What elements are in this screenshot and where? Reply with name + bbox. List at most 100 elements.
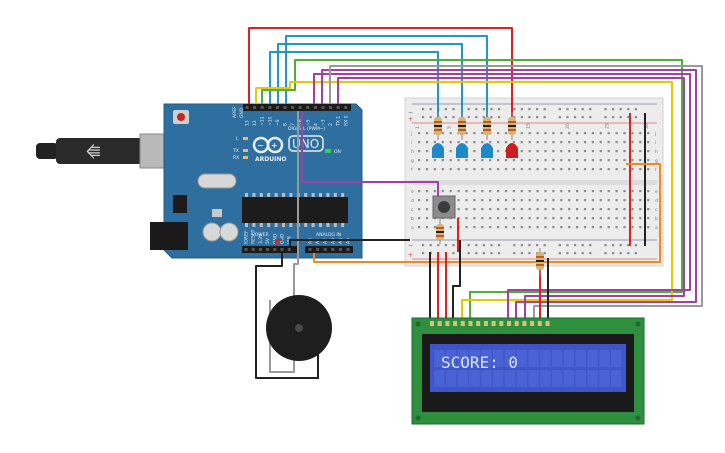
breadboard-hole[interactable] (552, 217, 555, 220)
breadboard-hole[interactable] (497, 199, 500, 202)
breadboard-hole[interactable] (607, 208, 610, 211)
rail-hole[interactable] (581, 108, 584, 111)
rail-hole[interactable] (528, 116, 531, 119)
rail-hole[interactable] (566, 116, 569, 119)
breadboard-hole[interactable] (433, 168, 436, 171)
breadboard-hole[interactable] (576, 190, 579, 193)
rail-hole[interactable] (422, 252, 425, 255)
digital-pin[interactable] (344, 106, 348, 109)
digital-pin[interactable] (306, 106, 310, 109)
breadboard-hole[interactable] (536, 132, 539, 135)
breadboard-hole[interactable] (615, 159, 618, 162)
breadboard-hole[interactable] (481, 168, 484, 171)
breadboard-hole[interactable] (639, 226, 642, 229)
analog-pin[interactable] (308, 248, 312, 251)
rail-hole[interactable] (528, 108, 531, 111)
breadboard-hole[interactable] (647, 217, 650, 220)
breadboard-hole[interactable] (615, 208, 618, 211)
rail-hole[interactable] (619, 108, 622, 111)
breadboard-hole[interactable] (583, 199, 587, 202)
breadboard-hole[interactable] (583, 217, 587, 220)
breadboard-hole[interactable] (504, 217, 508, 220)
breadboard-hole[interactable] (607, 226, 610, 229)
rail-hole[interactable] (627, 108, 630, 111)
breadboard-hole[interactable] (473, 217, 476, 220)
breadboard-hole[interactable] (568, 226, 571, 229)
breadboard-hole[interactable] (497, 217, 500, 220)
lcd-pin[interactable] (522, 321, 527, 326)
rail-hole[interactable] (574, 252, 577, 255)
digital-pin[interactable] (283, 106, 287, 109)
breadboard-hole[interactable] (552, 159, 555, 162)
breadboard-hole[interactable] (425, 168, 429, 171)
breadboard-hole[interactable] (615, 132, 618, 135)
lcd-pin[interactable] (453, 321, 458, 326)
breadboard-hole[interactable] (599, 141, 602, 144)
breadboard-hole[interactable] (441, 168, 444, 171)
rail-hole[interactable] (467, 244, 470, 247)
breadboard-hole[interactable] (576, 217, 579, 220)
breadboard-hole[interactable] (583, 226, 587, 229)
analog-pin[interactable] (331, 248, 335, 251)
breadboard-hole[interactable] (418, 199, 421, 202)
breadboard-hole[interactable] (639, 199, 642, 202)
breadboard[interactable]: − + − + 151015202530 jjiihhggffeeddccbba… (404, 97, 664, 267)
rail-hole[interactable] (452, 116, 455, 119)
breadboard-hole[interactable] (591, 159, 594, 162)
rail-hole[interactable] (520, 244, 523, 247)
breadboard-hole[interactable] (473, 132, 476, 135)
lcd-pin[interactable] (545, 321, 550, 326)
breadboard-hole[interactable] (615, 226, 618, 229)
breadboard-hole[interactable] (528, 168, 531, 171)
rail-hole[interactable] (634, 108, 637, 111)
rail-hole[interactable] (612, 244, 615, 247)
breadboard-hole[interactable] (552, 132, 555, 135)
breadboard-hole[interactable] (536, 168, 539, 171)
digital-pin[interactable] (291, 106, 295, 109)
power-pin[interactable] (244, 248, 248, 251)
breadboard-hole[interactable] (560, 150, 563, 153)
breadboard-hole[interactable] (512, 208, 515, 211)
lcd-pin[interactable] (507, 321, 511, 326)
rail-hole[interactable] (528, 252, 531, 255)
breadboard-hole[interactable] (631, 199, 634, 202)
breadboard-hole[interactable] (647, 208, 650, 211)
breadboard-hole[interactable] (497, 141, 500, 144)
rail-hole[interactable] (581, 252, 584, 255)
breadboard-hole[interactable] (489, 226, 492, 229)
breadboard-hole[interactable] (615, 168, 618, 171)
rail-hole[interactable] (482, 252, 485, 255)
breadboard-hole[interactable] (512, 141, 515, 144)
breadboard-hole[interactable] (583, 141, 587, 144)
rail-hole[interactable] (634, 116, 637, 119)
rail-hole[interactable] (627, 244, 630, 247)
breadboard-hole[interactable] (497, 150, 500, 153)
breadboard-hole[interactable] (520, 159, 523, 162)
rail-hole[interactable] (604, 244, 607, 247)
breadboard-hole[interactable] (576, 226, 579, 229)
breadboard-hole[interactable] (473, 150, 476, 153)
breadboard-hole[interactable] (576, 199, 579, 202)
breadboard-hole[interactable] (465, 199, 468, 202)
breadboard-hole[interactable] (615, 217, 618, 220)
rail-hole[interactable] (475, 108, 478, 111)
breadboard-hole[interactable] (544, 199, 547, 202)
rail-hole[interactable] (498, 116, 501, 119)
breadboard-hole[interactable] (607, 159, 610, 162)
breadboard-hole[interactable] (552, 141, 555, 144)
breadboard-hole[interactable] (552, 150, 555, 153)
breadboard-hole[interactable] (520, 199, 523, 202)
breadboard-hole[interactable] (418, 150, 421, 153)
breadboard-hole[interactable] (489, 159, 492, 162)
breadboard-hole[interactable] (449, 226, 452, 229)
breadboard-hole[interactable] (631, 168, 634, 171)
rail-hole[interactable] (634, 244, 637, 247)
rail-hole[interactable] (467, 116, 470, 119)
rail-hole[interactable] (581, 116, 584, 119)
breadboard-hole[interactable] (583, 190, 587, 193)
breadboard-hole[interactable] (607, 141, 610, 144)
breadboard-hole[interactable] (560, 168, 563, 171)
breadboard-hole[interactable] (449, 141, 452, 144)
breadboard-hole[interactable] (631, 141, 634, 144)
rail-hole[interactable] (566, 244, 569, 247)
